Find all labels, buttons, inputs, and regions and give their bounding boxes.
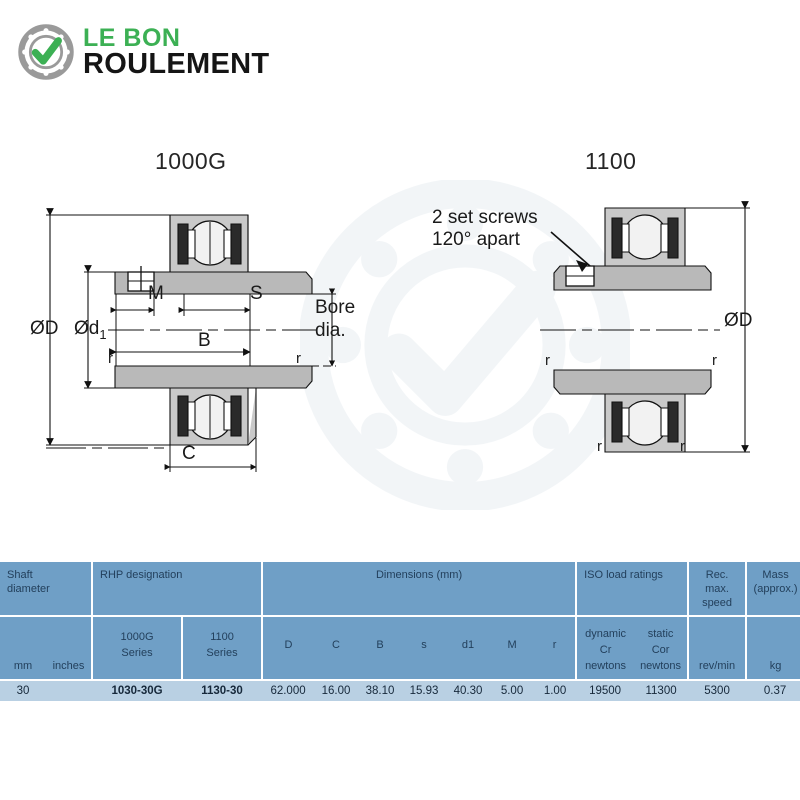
- subheader-series-1100-line-2: Series: [206, 647, 238, 659]
- label-bore-dia-1000g: Bore dia.: [315, 296, 355, 342]
- cell-shaft-mm: 30: [0, 679, 46, 701]
- header-mass-line-2: (approx.): [753, 582, 798, 595]
- label-set-screws-1100: 2 set screws 120° apart: [432, 207, 538, 252]
- header-mass-line-1: Mass: [762, 569, 789, 581]
- label-b-1000g: B: [198, 330, 211, 351]
- label-set-screws-line-1: 2 set screws: [432, 207, 538, 228]
- label-r-bottom-right-1100: r: [680, 438, 685, 455]
- subheader-s: s: [402, 616, 447, 680]
- label-bore-line-2: dia.: [315, 320, 346, 342]
- label-bore-line-1: Bore: [315, 297, 356, 318]
- subheader-series-1000g: 1000G Series: [92, 616, 184, 680]
- table-row[interactable]: 30 1030-30G 1130-30 62.000 16.00 38.10 1…: [0, 679, 800, 701]
- label-c-1000g: C: [182, 443, 196, 464]
- subheader-series-1000g-line-1: 1000G: [120, 631, 154, 644]
- bearing-check-icon: [18, 24, 74, 80]
- diagram-title-1000g: 1000G: [155, 148, 227, 174]
- cell-mass: 0.37: [746, 679, 800, 701]
- cell-shaft-inches: [46, 679, 93, 701]
- header-shaft-diameter-line-1: Shaft: [7, 569, 33, 581]
- cell-static-cor: 11300: [634, 679, 689, 701]
- header-dimensions: Dimensions (mm): [262, 562, 578, 617]
- label-r-right-1100: r: [712, 352, 717, 369]
- header-rec-max-speed: Rec. max. speed: [688, 562, 748, 617]
- bearing-cross-section-1000g: [46, 208, 336, 472]
- label-inner-diameter-prefix: Ød: [74, 318, 100, 339]
- bearing-spec-table: Shaft diameter RHP designation Dimension…: [0, 562, 800, 701]
- table-group-header-row: Shaft diameter RHP designation Dimension…: [0, 562, 800, 617]
- subheader-series-1000g-line-2: Series: [121, 647, 153, 659]
- subheader-dynamic-cr: dynamic Cr newtons: [576, 616, 635, 680]
- cell-designation-1100: 1130-30: [182, 679, 263, 701]
- cell-dynamic-cr: 19500: [576, 679, 635, 701]
- logo-line-2: ROULEMENT: [83, 47, 270, 80]
- subheader-speed-unit: rev/min: [688, 616, 748, 680]
- subheader-series-1100-line-1: 1100: [210, 631, 234, 644]
- cell-max-speed: 5300: [688, 679, 747, 701]
- label-outer-diameter-1100: ØD: [724, 310, 753, 331]
- cell-dim-c: 16.00: [314, 679, 359, 701]
- subheader-dynamic-line-3: newtons: [585, 660, 627, 673]
- cell-dim-s: 15.93: [402, 679, 447, 701]
- label-r-left-1000g: r: [108, 350, 113, 367]
- subheader-dynamic-line-1: dynamic: [585, 628, 627, 641]
- subheader-static-line-3: newtons: [640, 660, 682, 673]
- cell-dim-d1: 40.30: [446, 679, 491, 701]
- label-m-1000g: M: [148, 283, 164, 304]
- label-r-right-1000g: r: [296, 350, 301, 367]
- subheader-static-cor: static Cor newtons: [634, 616, 690, 680]
- table-sub-header-row: mm inches 1000G Series 1100 Series D C B…: [0, 616, 800, 680]
- diagram-title-1100: 1100: [585, 148, 637, 174]
- logo-line-1: LE BON: [83, 23, 181, 52]
- label-r-bottom-left-1100: r: [597, 438, 602, 455]
- subheader-series-1100: 1100 Series: [182, 616, 264, 680]
- label-outer-diameter-1000g: ØD: [30, 318, 59, 339]
- header-rhp-designation: RHP designation: [92, 562, 264, 617]
- header-speed-line-2: max.: [705, 582, 729, 595]
- subheader-dynamic-line-2: Cr: [599, 644, 612, 657]
- subheader-mm: mm: [0, 616, 46, 680]
- subheader-inches: inches: [46, 616, 94, 680]
- subheader-d1: d1: [446, 616, 491, 680]
- subheader-static-line-2: Cor: [651, 644, 670, 657]
- header-speed-line-3: speed: [702, 596, 733, 609]
- subheader-mass-unit: kg: [746, 616, 800, 680]
- subheader-static-line-1: static: [647, 628, 674, 641]
- subheader-r: r: [534, 616, 578, 680]
- subheader-d: D: [262, 616, 315, 680]
- bearing-cross-section-1100: [540, 201, 750, 453]
- label-set-screws-line-2: 120° apart: [432, 229, 520, 251]
- subheader-m: M: [490, 616, 535, 680]
- label-inner-diameter-subscript: 1: [99, 326, 107, 342]
- cell-dim-d: 62.000: [262, 679, 315, 701]
- brand-logo: LE BON ROULEMENT: [18, 24, 269, 80]
- label-r-left-1100: r: [545, 352, 550, 369]
- cell-dim-r: 1.00: [534, 679, 577, 701]
- subheader-c: C: [314, 616, 359, 680]
- cell-dim-b: 38.10: [358, 679, 403, 701]
- label-s-1000g: S: [250, 283, 263, 304]
- label-inner-diameter-1000g: Ød1: [74, 318, 107, 342]
- header-speed-line-1: Rec.: [705, 569, 729, 581]
- subheader-b: B: [358, 616, 403, 680]
- header-shaft-diameter: Shaft diameter: [0, 562, 94, 617]
- cell-designation-1000g: 1030-30G: [92, 679, 183, 701]
- header-shaft-diameter-line-2: diameter: [7, 582, 50, 595]
- header-iso-load-ratings: ISO load ratings: [576, 562, 690, 617]
- cell-dim-m: 5.00: [490, 679, 535, 701]
- header-mass: Mass (approx.): [746, 562, 800, 617]
